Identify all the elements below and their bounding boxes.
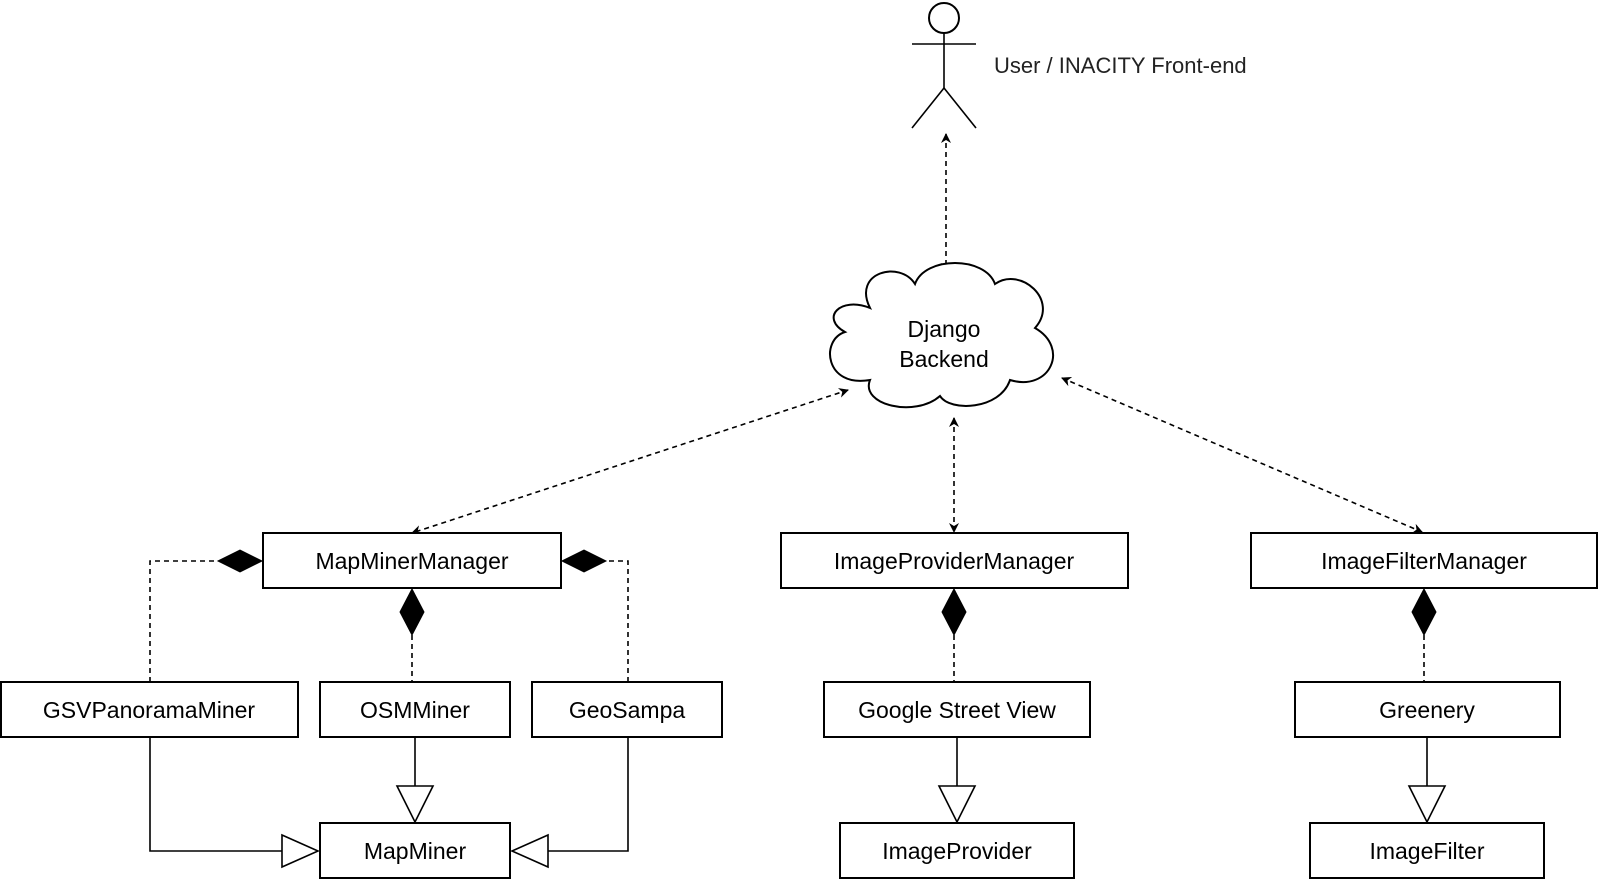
imageprovider-inheritance-link (937, 737, 977, 824)
inheritance-triangle-icon (510, 833, 549, 869)
user-actor-icon (911, 2, 977, 129)
svg-text:MapMinerManager: MapMinerManager (315, 548, 508, 574)
imagefilter-inheritance-link (1407, 737, 1447, 824)
gsvpanoramaminer-box: GSVPanoramaMiner (0, 681, 299, 738)
composition-diamond-icon (560, 549, 608, 573)
mapminermanager-box: MapMinerManager (262, 532, 562, 589)
imageprovidermanager-box: ImageProviderManager (780, 532, 1129, 589)
actor-label: User / INACITY Front-end (994, 53, 1247, 78)
imageprovider-box: ImageProvider (839, 822, 1075, 879)
inheritance-triangle-icon (281, 833, 320, 869)
svg-text:GSVPanoramaMiner: GSVPanoramaMiner (43, 697, 256, 723)
osmminer-box: OSMMiner (319, 681, 511, 738)
mapminer-box: MapMiner (319, 822, 511, 879)
geosampa-box: GeoSampa (531, 681, 723, 738)
google-street-view-box: Google Street View (823, 681, 1091, 738)
composition-diamond-icon (216, 549, 264, 573)
inheritance-triangle-icon (1407, 785, 1447, 824)
cloud-label-line2: Backend (899, 346, 989, 372)
svg-text:ImageFilterManager: ImageFilterManager (1321, 548, 1527, 574)
svg-text:ImageProviderManager: ImageProviderManager (834, 548, 1075, 574)
composition-diamond-icon (1411, 587, 1437, 637)
composition-diamond-icon (941, 587, 967, 637)
svg-text:ImageProvider: ImageProvider (882, 838, 1032, 864)
django-backend-cloud: Django Backend (829, 262, 1054, 409)
imagefilter-box: ImageFilter (1309, 822, 1545, 879)
mapminer-inheritance-links (149, 737, 629, 869)
svg-text:Google Street View: Google Street View (858, 697, 1056, 723)
svg-text:MapMiner: MapMiner (364, 838, 467, 864)
cloud-label-line1: Django (908, 316, 981, 342)
imagefilter-composition-link (1411, 587, 1437, 682)
imagefiltermanager-box: ImageFilterManager (1250, 532, 1598, 589)
backend-imagefiltermanager-connector (1061, 376, 1423, 534)
mapminer-composition-links (149, 549, 629, 682)
svg-text:OSMMiner: OSMMiner (360, 697, 470, 723)
composition-diamond-icon (399, 587, 425, 637)
greenery-box: Greenery (1294, 681, 1561, 738)
backend-mapminermanager-connector (411, 388, 849, 535)
svg-text:GeoSampa: GeoSampa (569, 697, 686, 723)
imageprovider-composition-link (941, 587, 967, 682)
inheritance-triangle-icon (937, 785, 977, 824)
inheritance-triangle-icon (395, 785, 435, 824)
svg-text:ImageFilter: ImageFilter (1369, 838, 1484, 864)
svg-text:Greenery: Greenery (1379, 697, 1475, 723)
